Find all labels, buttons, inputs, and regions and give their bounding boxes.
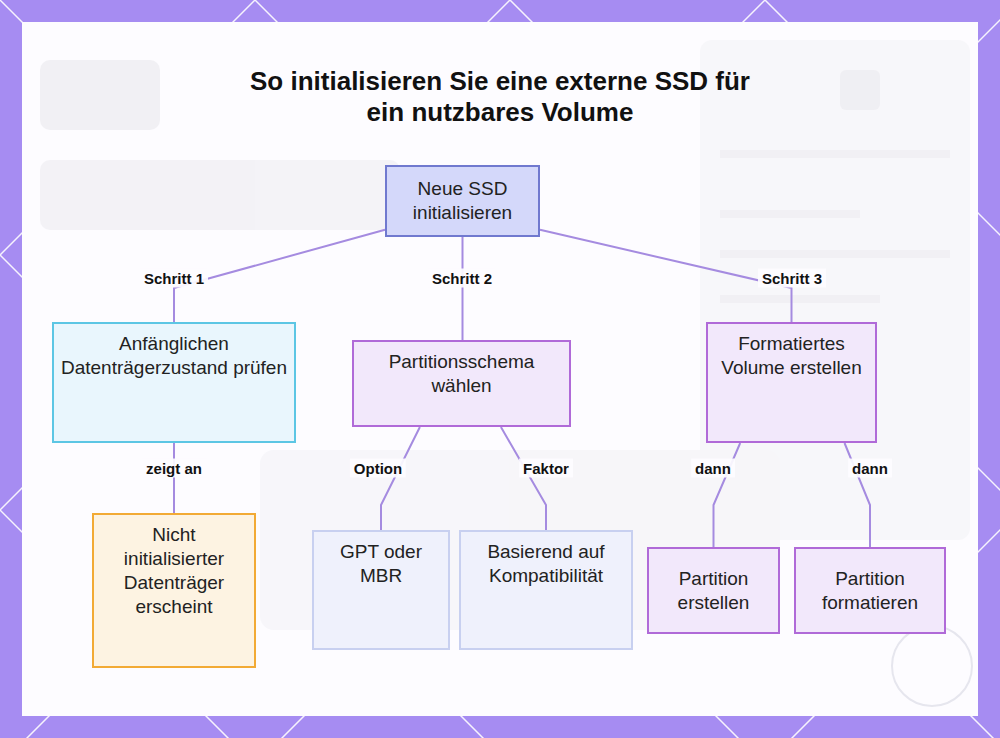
- process-box: Partition formatieren: [794, 547, 946, 634]
- blurred-backdrop: [40, 40, 970, 630]
- node-text: Neue SSD initialisieren: [393, 177, 532, 225]
- edge-label: zeigt an: [142, 459, 206, 478]
- card: [22, 22, 978, 716]
- connector-line: [462, 237, 464, 340]
- connector-line: [173, 443, 175, 513]
- edge-label: Option: [350, 459, 406, 478]
- edge-label: Faktor: [519, 459, 573, 478]
- connector-line: [381, 427, 420, 530]
- process-box: Partitionsschema wählen: [352, 340, 571, 427]
- node-text: Partition erstellen: [655, 567, 772, 615]
- process-box: Anfänglichen Datenträgerzustand prüfen: [52, 322, 296, 443]
- watermark-logo: [892, 626, 972, 706]
- node-text: Partitionsschema wählen: [360, 350, 563, 398]
- process-box: Neue SSD initialisieren: [385, 165, 540, 237]
- process-box: Nicht initialisierter Datenträger ersche…: [92, 513, 256, 668]
- node-text: Basierend auf Kompatibilität: [467, 540, 625, 588]
- node-text: Formatiertes Volume erstellen: [714, 332, 869, 380]
- process-box: GPT oder MBR: [312, 530, 450, 650]
- process-box: Partition erstellen: [647, 547, 780, 634]
- process-box: Basierend auf Kompatibilität: [459, 530, 633, 650]
- edge-label: dann: [848, 459, 892, 478]
- connector-line: [501, 427, 546, 530]
- edge-label: Schritt 1: [140, 269, 208, 288]
- edge-label: Schritt 2: [428, 269, 496, 288]
- node-text: Anfänglichen Datenträgerzustand prüfen: [60, 332, 288, 380]
- node-text: Partition formatieren: [802, 567, 938, 615]
- diagram-title: So initialisieren Sie eine externe SSD f…: [250, 66, 750, 128]
- edge-label: dann: [691, 459, 735, 478]
- connector-line: [540, 230, 792, 322]
- edge-label: Schritt 3: [758, 269, 826, 288]
- node-text: Nicht initialisierter Datenträger ersche…: [100, 523, 248, 619]
- node-text: GPT oder MBR: [320, 540, 442, 588]
- process-box: Formatiertes Volume erstellen: [706, 322, 877, 443]
